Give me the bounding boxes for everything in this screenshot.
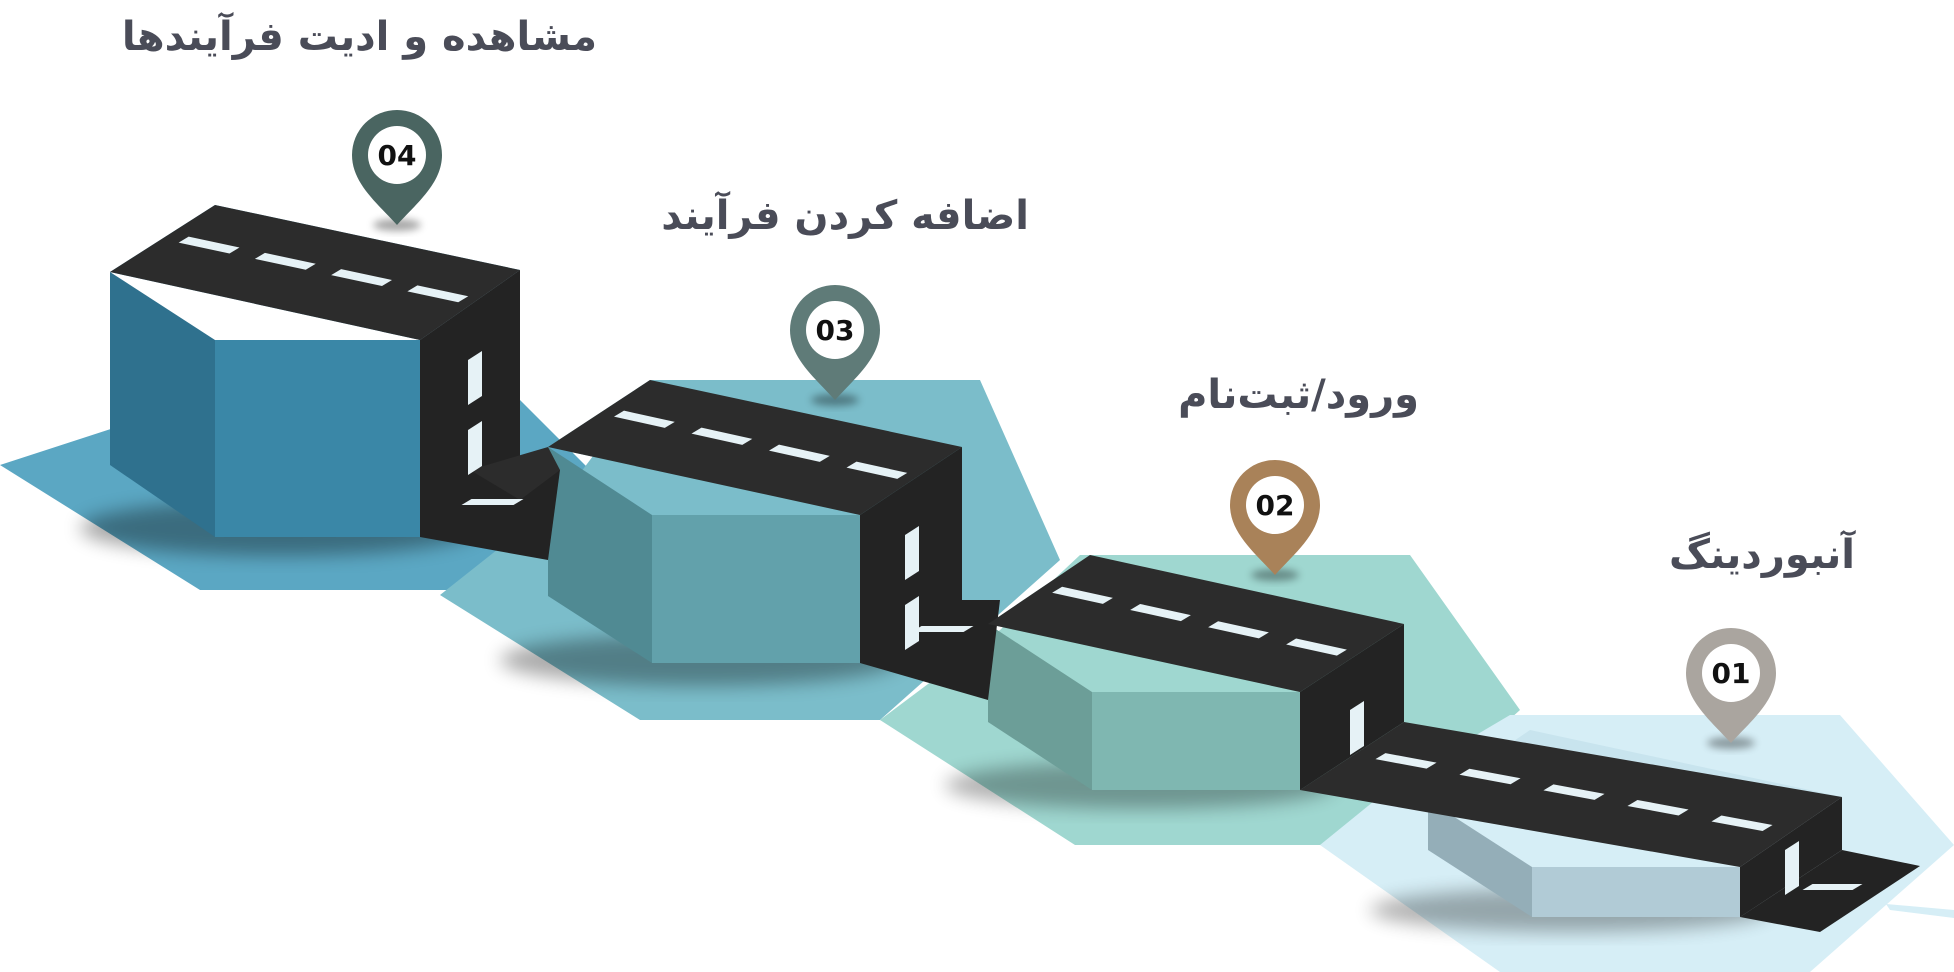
- road-dash: [1286, 638, 1347, 656]
- road-dash: [846, 461, 908, 479]
- step-pins: 01 02 03 04: [352, 110, 1776, 749]
- road-dash: [1711, 815, 1773, 832]
- step-1-pin: 01: [1686, 628, 1776, 749]
- road-dash: [254, 252, 316, 270]
- road-dash-vertical: [1350, 701, 1364, 755]
- road-dash: [1208, 621, 1269, 639]
- pin-badge: [806, 301, 864, 359]
- step-3-number: 03: [816, 314, 855, 347]
- road-dash: [1130, 603, 1191, 622]
- step-4-block-front: [215, 340, 420, 537]
- step-2-block-front: [1092, 692, 1300, 790]
- road-dash: [911, 626, 974, 632]
- pin-badge: [368, 126, 426, 184]
- pin-badge: [1246, 476, 1304, 534]
- road-dash: [1627, 799, 1689, 816]
- step-1-number: 01: [1712, 657, 1751, 690]
- step-4-number: 04: [378, 139, 417, 172]
- pin-badge: [1702, 644, 1760, 702]
- step-2-number: 02: [1256, 489, 1295, 522]
- road-dash: [1459, 768, 1521, 785]
- road-dash: [1543, 784, 1605, 800]
- step-2-block-side: [988, 624, 1092, 790]
- road-dash-vertical: [905, 526, 919, 580]
- step-3-block-side: [548, 447, 652, 663]
- road-dash: [1052, 586, 1113, 604]
- road-dash: [691, 427, 753, 445]
- road-dash: [407, 285, 469, 303]
- road-dash-vertical: [468, 351, 482, 405]
- road-dash-vertical: [468, 421, 482, 475]
- step-1-block-side: [1428, 800, 1532, 917]
- road-markings: [178, 236, 1863, 895]
- road-dash: [331, 269, 392, 286]
- step-1-title: آنبوردینگ: [1669, 532, 1855, 578]
- step-1-block-front: [1532, 867, 1740, 917]
- step-4-title: مشاهده و ادیت فرآیندها: [121, 14, 597, 60]
- step-3-pin: 03: [790, 285, 880, 406]
- road-dash: [768, 444, 830, 462]
- step-4-block-side: [110, 272, 215, 537]
- step-2-title: ورود/ثبت‌نام: [1178, 372, 1419, 418]
- step-4-pin: 04: [352, 110, 442, 231]
- road: [110, 205, 1920, 932]
- road-dash: [178, 236, 240, 254]
- road-dash: [461, 499, 524, 505]
- road-dash-vertical: [1785, 841, 1799, 895]
- road-dash: [1375, 753, 1437, 769]
- step-3-title: اضافه کردن فرآیند: [661, 193, 1029, 239]
- step-2-pin: 02: [1230, 460, 1320, 581]
- road-dash-vertical: [905, 596, 919, 650]
- tile-sliver: [1886, 904, 1954, 918]
- road-dash: [613, 410, 675, 428]
- road-dash: [1802, 884, 1863, 890]
- step-3-block-front: [652, 515, 860, 663]
